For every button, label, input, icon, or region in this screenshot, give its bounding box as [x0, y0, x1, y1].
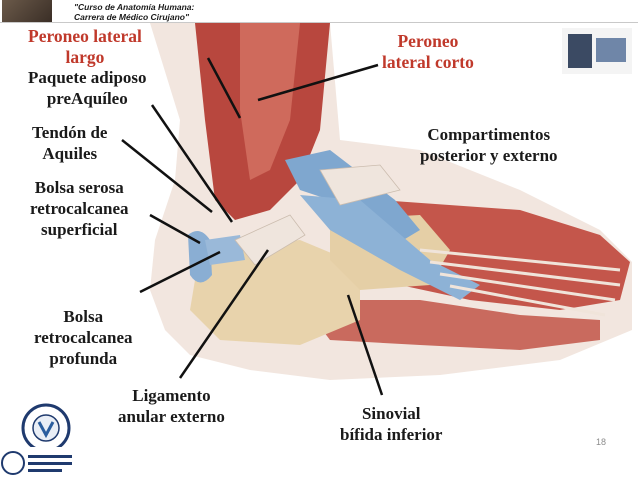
ankle-illustration	[121, 23, 632, 396]
university-wordmark-logo	[0, 447, 76, 479]
leader-bolsa-superficial	[149, 213, 201, 245]
toe-tendons	[419, 248, 621, 317]
label-bolsa-profunda: Bolsa retrocalcanea profunda	[34, 307, 133, 368]
leader-peroneo-corto	[257, 63, 379, 102]
label-bolsa-serosa-superficial: Bolsa serosa retrocalcanea superficial	[30, 178, 129, 239]
slide-header: "Curso de Anatomía Humana: Carrera de Mé…	[0, 0, 638, 22]
leader-sinovial	[346, 294, 384, 396]
leg-muscle-highlight	[240, 23, 300, 180]
label-tendon-aquiles: Tendón de Aquiles	[32, 123, 108, 163]
inset-thumbnail	[562, 28, 632, 74]
label-paquete-adiposo: Paquete adiposo preAquíleo	[28, 68, 147, 108]
header-divider	[0, 22, 638, 23]
label-peroneo-lateral-corto: Peroneo lateral corto	[382, 31, 474, 72]
course-title: "Curso de Anatomía Humana: Carrera de Mé…	[74, 2, 194, 22]
leader-bolsa-profunda	[139, 250, 221, 294]
page-number: 18	[596, 437, 607, 447]
bursa-deep	[205, 235, 245, 265]
leader-tendon	[121, 139, 213, 213]
label-compartimentos: Compartimentos posterior y externo	[420, 125, 558, 165]
retinaculum-band-1	[234, 214, 306, 266]
course-title-line1: "Curso de Anatomía Humana:	[74, 2, 195, 12]
header-photo	[2, 0, 52, 22]
label-peroneo-lateral-largo: Peroneo lateral largo	[28, 26, 142, 67]
leader-paquete	[150, 104, 234, 223]
label-sinovial-bifida: Sinovial bífida inferior	[340, 404, 443, 444]
leader-lines	[121, 57, 384, 396]
retinaculum-band-2	[319, 164, 401, 206]
calcaneus-bone	[190, 240, 360, 345]
foot-muscles-lower	[300, 300, 600, 350]
leader-ligamento	[178, 249, 270, 379]
leader-peroneo-largo	[206, 57, 242, 119]
label-ligamento-anular: Ligamento anular externo	[118, 386, 225, 426]
tendon-sheath-lower	[300, 195, 480, 300]
course-title-line2: Carrera de Médico Cirujano"	[74, 12, 190, 22]
university-seal-logo	[21, 403, 71, 452]
